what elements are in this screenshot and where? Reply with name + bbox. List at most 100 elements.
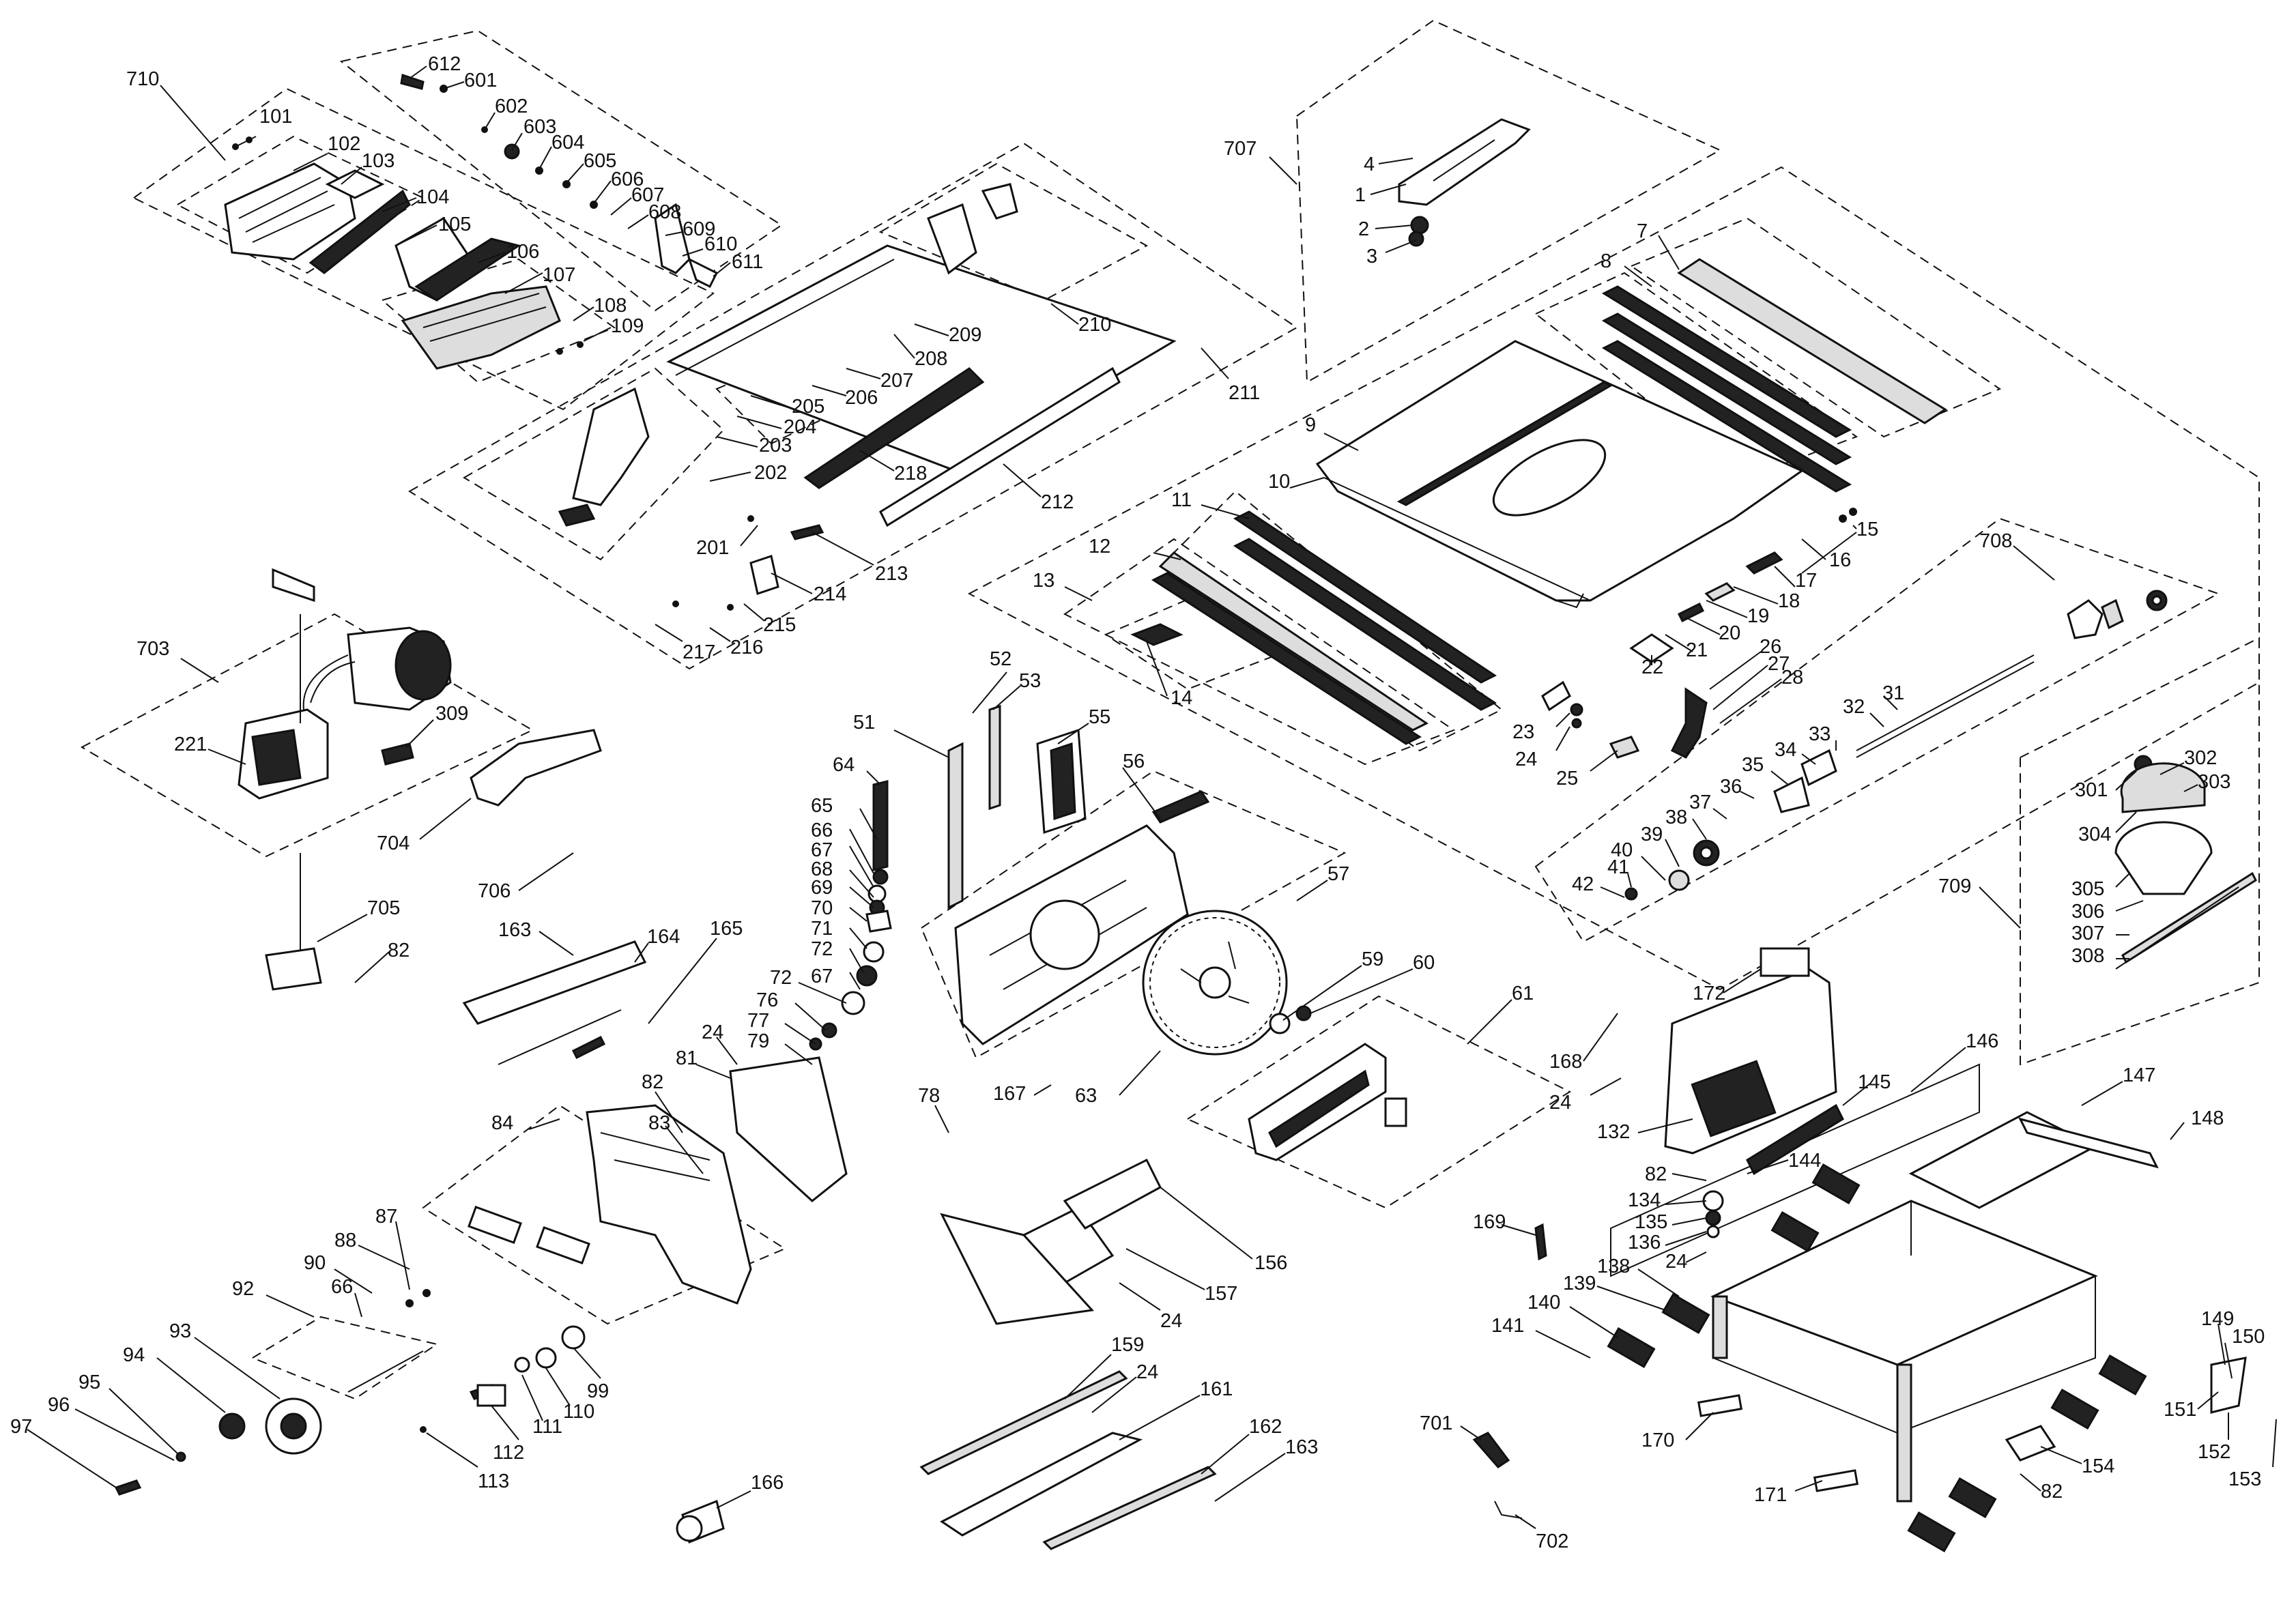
callout-71: 71 [811, 918, 833, 940]
callout-208: 208 [915, 348, 947, 370]
callout-53: 53 [1019, 670, 1041, 692]
callout-215: 215 [763, 614, 796, 636]
callout-2: 2 [1358, 218, 1369, 240]
callout-156: 156 [1254, 1252, 1287, 1274]
callout-67-lower: 67 [811, 966, 833, 987]
callout-105: 105 [438, 214, 471, 235]
callout-88: 88 [334, 1230, 356, 1251]
callout-10: 10 [1268, 471, 1290, 493]
assembly-stand [1472, 947, 2247, 1553]
callout-154: 154 [2082, 1455, 2114, 1477]
callout-172: 172 [1693, 983, 1725, 1004]
callout-82-stand: 82 [1645, 1163, 1667, 1185]
assembly-61 [1186, 995, 1572, 1209]
callout-19: 19 [1747, 605, 1769, 627]
callout-611: 611 [732, 251, 763, 273]
callout-146: 146 [1966, 1030, 1998, 1052]
callout-202: 202 [754, 462, 787, 484]
callout-8: 8 [1601, 250, 1611, 272]
assembly-fence [408, 142, 1298, 670]
callout-32: 32 [1843, 696, 1865, 718]
callout-151: 151 [2164, 1399, 2196, 1421]
callout-134: 134 [1628, 1189, 1661, 1211]
callout-216: 216 [730, 637, 763, 658]
callout-165: 165 [710, 918, 743, 940]
callout-83: 83 [648, 1112, 670, 1134]
callout-706: 706 [478, 880, 511, 902]
callout-33: 33 [1809, 723, 1831, 745]
callout-152: 152 [2198, 1441, 2230, 1463]
callout-153: 153 [2228, 1468, 2261, 1490]
callout-145: 145 [1858, 1071, 1891, 1093]
callout-135: 135 [1635, 1211, 1667, 1233]
callout-303: 303 [2198, 771, 2230, 793]
callout-90: 90 [304, 1252, 326, 1274]
callout-132: 132 [1597, 1121, 1630, 1143]
callout-139: 139 [1563, 1273, 1596, 1294]
callout-108: 108 [594, 295, 627, 317]
callout-28: 28 [1781, 667, 1803, 688]
callout-16: 16 [1829, 549, 1851, 571]
callout-1: 1 [1355, 184, 1366, 206]
assembly-707 [1295, 19, 1722, 383]
callout-36: 36 [1720, 776, 1742, 798]
callout-708: 708 [1979, 530, 2012, 552]
callout-101: 101 [259, 106, 292, 128]
callout-78: 78 [918, 1085, 940, 1107]
callout-212: 212 [1041, 491, 1074, 513]
callout-66-center: 66 [811, 820, 833, 841]
callout-12: 12 [1089, 536, 1110, 557]
callout-31: 31 [1882, 682, 1904, 704]
callout-42: 42 [1572, 873, 1594, 895]
callout-214: 214 [814, 583, 846, 605]
callout-150: 150 [2232, 1326, 2265, 1348]
callout-21: 21 [1686, 639, 1708, 661]
callout-79: 79 [747, 1030, 769, 1052]
callout-604: 604 [551, 132, 584, 154]
fasteners-front [405, 1289, 586, 1433]
callout-605: 605 [584, 150, 616, 172]
callout-60: 60 [1413, 952, 1435, 974]
callout-99: 99 [587, 1380, 609, 1402]
assembly-table [967, 166, 2260, 991]
callout-309: 309 [435, 703, 468, 725]
callout-709: 709 [1938, 875, 1971, 897]
callout-22: 22 [1641, 656, 1663, 678]
assembly-56 [920, 770, 1347, 1059]
callout-24-table: 24 [1515, 749, 1537, 770]
callout-163-left: 163 [498, 919, 531, 941]
callout-93: 93 [169, 1320, 191, 1342]
assembly-708 [1534, 517, 2220, 943]
callout-104: 104 [416, 186, 449, 208]
callout-203: 203 [759, 435, 792, 456]
callout-layer: 710 101 102 103 104 105 106 107 108 109 … [10, 53, 2277, 1552]
callout-23: 23 [1512, 721, 1534, 743]
callout-34: 34 [1775, 739, 1796, 761]
callout-704: 704 [377, 832, 410, 854]
callout-307: 307 [2071, 923, 2104, 944]
callout-61: 61 [1512, 983, 1534, 1004]
callout-4: 4 [1364, 154, 1375, 175]
callout-82-front: 82 [642, 1071, 663, 1093]
callout-41: 41 [1607, 856, 1629, 878]
callout-15: 15 [1856, 519, 1878, 540]
callout-148: 148 [2191, 1107, 2224, 1129]
callout-76: 76 [756, 989, 778, 1011]
callout-11: 11 [1171, 489, 1192, 511]
callout-3: 3 [1366, 246, 1377, 267]
callout-106: 106 [506, 241, 539, 263]
callout-159: 159 [1111, 1334, 1144, 1356]
callout-144: 144 [1788, 1150, 1821, 1172]
callout-211: 211 [1229, 382, 1260, 404]
callout-170: 170 [1641, 1430, 1674, 1451]
callout-169: 169 [1473, 1211, 1506, 1233]
callout-25: 25 [1556, 768, 1578, 789]
callout-24-lower: 24 [1160, 1310, 1182, 1332]
callout-70: 70 [811, 897, 833, 919]
assembly-bracket-163 [462, 940, 647, 1065]
callout-304: 304 [2078, 824, 2111, 845]
callout-301: 301 [2075, 779, 2108, 801]
callout-64: 64 [833, 754, 855, 776]
callout-302: 302 [2184, 747, 2217, 769]
assembly-84 [422, 1056, 848, 1325]
